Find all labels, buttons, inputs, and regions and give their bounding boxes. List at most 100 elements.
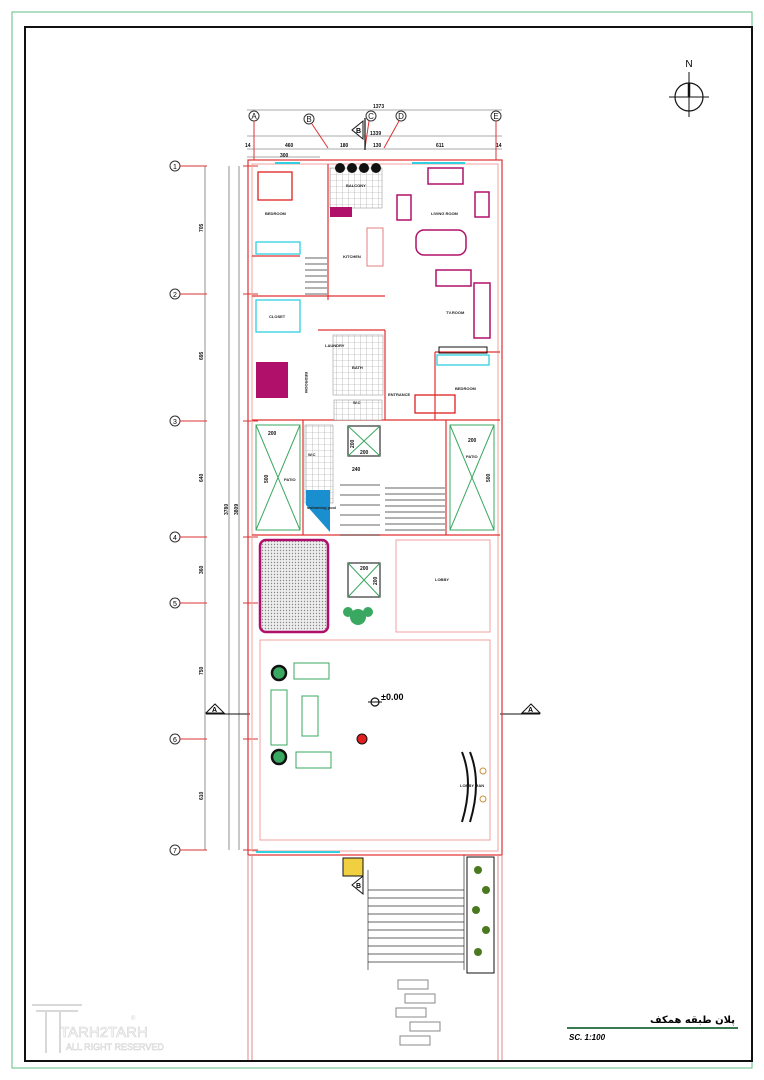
grid-row-label: 4 [173,535,177,542]
svg-text:750: 750 [199,666,205,675]
grid-row-label: 7 [173,848,177,855]
svg-text:200: 200 [360,450,369,456]
grid-bubble-row-2: 2 [169,288,258,300]
room-label: BALCONY [346,183,366,188]
svg-text:E: E [493,112,498,121]
kitchen-island [366,227,384,267]
armchair-icon [474,191,490,218]
dim-seg: 180 [340,143,349,149]
svg-text:200: 200 [360,566,369,572]
svg-text:B: B [356,883,361,890]
room-label: W.C [308,452,316,457]
svg-text:705: 705 [199,223,205,232]
svg-text:3780: 3780 [224,504,230,515]
svg-text:A: A [528,707,533,714]
plant-icon [343,607,373,625]
room-label: W.C [353,400,361,405]
elevator-icon [347,562,381,598]
pool-area [258,538,330,634]
dim-seg: 460 [285,143,294,149]
room-label: BEDROOM [455,386,477,391]
svg-text:500: 500 [486,473,492,482]
svg-text:D: D [398,112,404,121]
room-label: LAUNDRY [325,343,345,348]
closet-icon [255,299,301,333]
plant-pot-icon [270,664,288,682]
tv-sofa-icon [435,269,472,287]
room-label: PATIO [284,477,296,482]
room-label: KITCHEN [343,254,361,259]
room-label: ENTRANCE [388,392,411,397]
svg-text:695: 695 [199,351,205,360]
dim-seg: 611 [436,143,444,149]
sofa-icon [295,751,332,769]
tv-unit [438,346,488,354]
stool-icon [479,795,487,803]
svg-text:360: 360 [199,565,205,574]
svg-text:ALL RIGHT RESERVED: ALL RIGHT RESERVED [66,1042,164,1052]
stool-icon [479,767,487,775]
elevator-icon [347,425,381,457]
svg-text:200: 200 [350,439,356,448]
furniture [255,167,491,634]
north-arrow-icon: N [669,59,709,117]
svg-text:A: A [251,112,257,121]
svg-text:200: 200 [373,576,379,585]
balcony-plants-icon [335,163,381,173]
room-label: TV.ROOM [446,310,465,315]
north-label: N [685,59,692,70]
grid-columns: A B C D E [248,110,502,160]
left-dimensions: 705 695 640 360 750 610 3780 3809 [199,166,240,850]
balcony-tiles [304,167,384,504]
svg-text:500: 500 [264,474,270,483]
armchair-icon [396,194,412,221]
pool-icon [306,490,330,532]
reception-desk-icon [461,751,477,823]
wardrobe-icon [255,241,301,255]
svg-text:640: 640 [199,473,205,482]
svg-text:240: 240 [352,467,361,473]
dim-sub: 300 [280,153,289,159]
garden-planter-icon [466,856,495,974]
drawing-title: پلان طبقه همکف [650,1015,735,1026]
grid-bubble-row-7: 7 [169,844,258,856]
stairs [305,257,465,970]
room-labels: BEDROOM BALCONY LIVING ROOM KITCHEN CLOS… [265,183,484,788]
dining-table-icon [415,229,467,256]
stepping-stones [395,979,441,1046]
level-marker: ±0.00 [368,692,403,707]
svg-text:200: 200 [268,431,277,437]
grid-bubble-row-1: 1 [169,160,258,172]
inner-dimensions: 200 500 200 500 200 200 240 200 200 [264,431,492,585]
room-label: PATIO [466,454,478,459]
wardrobe-icon [436,354,490,366]
patios [255,424,495,598]
svg-text:®: ® [131,1015,136,1022]
lobby-furniture [270,607,495,974]
room-label: LOBBY MAN [460,783,484,788]
grid-row-label: 2 [173,292,177,299]
svg-text:610: 610 [199,791,205,800]
grid-bubble-a: A [248,110,260,160]
dim-seg: 130 [373,143,382,149]
sofa-icon [293,662,330,680]
top-dimensions: 1373 1339 14 460 180 130 611 14 300 [245,104,502,159]
drawing-scale: SC. 1:100 [569,1033,606,1042]
grid-bubble-row-3: 3 [169,415,258,427]
section-mark-b-top: B [351,118,366,150]
grid-row-label: 6 [173,737,177,744]
bed-icon [414,394,456,414]
svg-text:3809: 3809 [234,504,240,515]
grid-bubble-c: C [364,110,377,149]
dim-overall-outer: 1373 [373,104,384,110]
section-mark-b-bottom: B [351,874,364,896]
svg-text:A: A [212,707,217,714]
room-label: LOBBY [435,577,449,582]
drawing-frame [24,26,753,1062]
mailbox-icon [342,857,364,877]
bed-icon [257,171,293,201]
grid-bubble-row-5: 5 [169,597,258,609]
room-label: CLOSET [269,314,286,319]
plant-pot-icon [270,748,288,766]
